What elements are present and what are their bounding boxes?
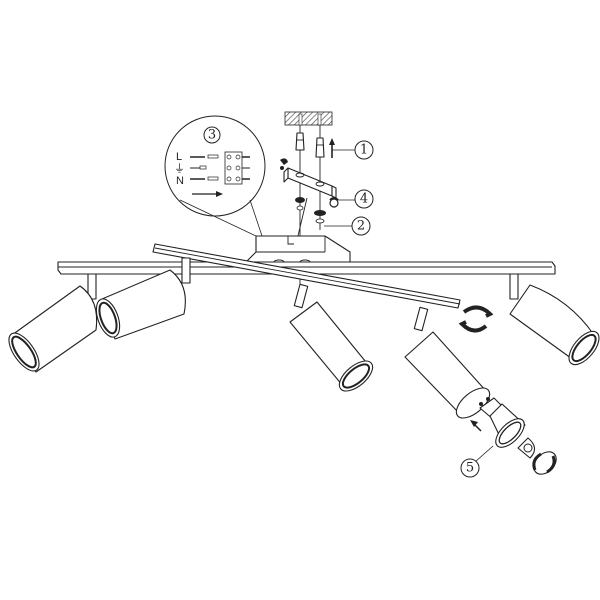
callout-3-magnifier: 3 L ⏚ N: [164, 115, 266, 237]
spotlight-4: [404, 306, 491, 419]
callout-1-label: 1: [360, 143, 368, 158]
mounting-bracket: [280, 158, 337, 199]
terminal-block: [224, 151, 243, 185]
callout-1: [354, 140, 374, 160]
diagonal-bar: [152, 243, 461, 309]
ceiling-section: [284, 111, 333, 126]
callout-2: [351, 216, 371, 236]
wire-label-neutral: N: [176, 175, 184, 187]
callout-4: [354, 189, 374, 209]
callout-5: [460, 458, 480, 478]
bulb-retaining-ring: [517, 437, 557, 475]
canopy: [245, 235, 351, 265]
callout-3-label: 3: [208, 128, 216, 143]
rotate-arrow-icon: [458, 305, 494, 333]
callout-2-group: 2: [324, 216, 371, 236]
callout-5-label: 5: [466, 461, 474, 476]
spotlight-5: [509, 273, 600, 366]
callout-3: [203, 126, 221, 144]
callout-1-group: 1: [329, 138, 374, 160]
bracket-screws: [295, 197, 326, 224]
spotlight-3: [289, 283, 374, 392]
callout-5-group: 5: [460, 445, 494, 478]
spotlight-2: [95, 257, 191, 340]
wire-label-earth: ⏚: [174, 162, 185, 175]
wire-label-live: L: [176, 151, 182, 163]
callout-4-group: 4: [329, 189, 374, 209]
callout-4-label: 4: [360, 192, 368, 207]
spotlight-1: [8, 273, 98, 373]
gu10-bulb: [470, 397, 526, 448]
callout-2-label: 2: [357, 219, 365, 234]
